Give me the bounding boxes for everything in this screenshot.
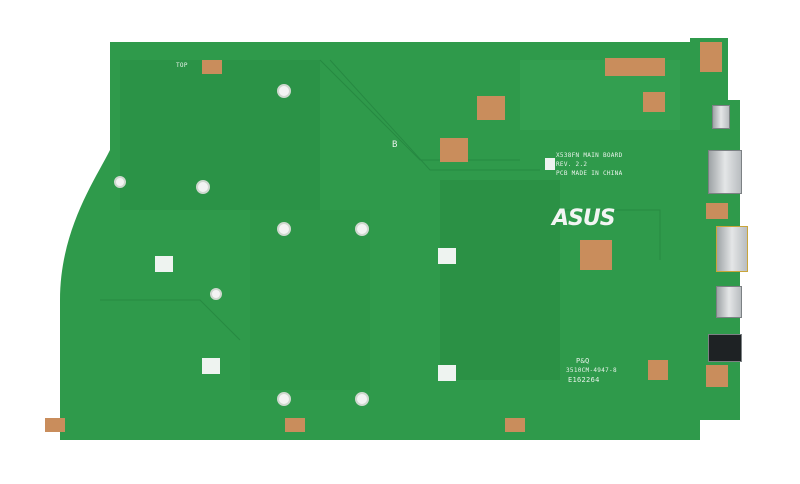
audio-jack bbox=[708, 334, 742, 362]
mount-pad-top-left bbox=[202, 60, 222, 74]
white-label bbox=[438, 365, 456, 381]
mount-pad-strip bbox=[605, 58, 665, 76]
mount-pad-bottom bbox=[285, 418, 305, 432]
board-revision: REV. 2.2 bbox=[556, 161, 588, 168]
copper-pad bbox=[477, 96, 505, 120]
board-origin: PCB MADE IN CHINA bbox=[556, 170, 623, 177]
screw-hole bbox=[355, 222, 369, 236]
usb-a-port bbox=[708, 150, 742, 194]
screw-hole bbox=[277, 222, 291, 236]
screw-hole bbox=[277, 84, 291, 98]
white-label bbox=[438, 248, 456, 264]
screw-hole bbox=[210, 288, 222, 300]
cert-line-1: P&Q bbox=[576, 357, 590, 365]
mount-pad-bottom bbox=[505, 418, 525, 432]
asus-logo: ASUS bbox=[552, 206, 616, 231]
copper-pad bbox=[580, 240, 612, 270]
mount-pad-bottom-left bbox=[45, 418, 65, 432]
screw-hole bbox=[114, 176, 126, 188]
screw-hole bbox=[196, 180, 210, 194]
copper-pad bbox=[440, 138, 468, 162]
mount-pad-right-top bbox=[700, 42, 722, 72]
mount-pad-right-mid bbox=[706, 203, 728, 219]
usb-c-port bbox=[716, 286, 742, 318]
cert-line-3: E162264 bbox=[568, 376, 600, 384]
dc-power-jack bbox=[712, 105, 730, 129]
screw-hole bbox=[355, 392, 369, 406]
top-marker: TOP bbox=[176, 62, 188, 69]
cert-line-2: 3510CM-4947-8 bbox=[566, 367, 617, 374]
copper-pad bbox=[648, 360, 668, 380]
white-label bbox=[155, 256, 173, 272]
white-label bbox=[202, 358, 220, 374]
copper-pad bbox=[643, 92, 665, 112]
screw-hole bbox=[277, 392, 291, 406]
zone-marker: B bbox=[392, 140, 398, 150]
hdmi-port bbox=[716, 226, 748, 272]
mount-pad-right-bottom bbox=[706, 365, 728, 387]
white-label bbox=[545, 158, 555, 170]
board-name: X538FN MAIN BOARD bbox=[556, 152, 623, 159]
